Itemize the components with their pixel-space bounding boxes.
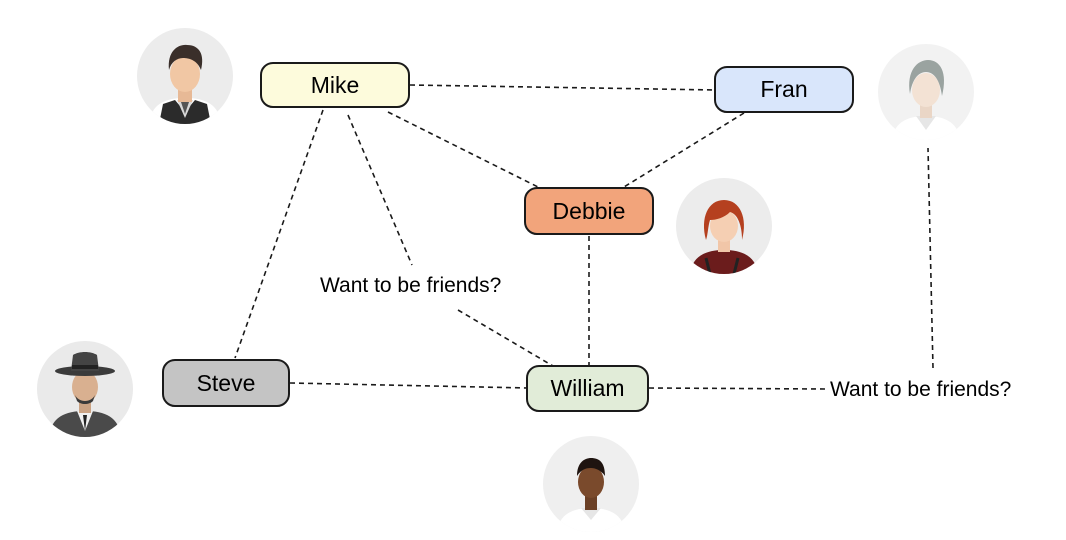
node-steve: Steve (162, 359, 290, 407)
node-william-label: William (550, 375, 625, 401)
edge-mike-steve (234, 109, 324, 359)
edge-william-label (648, 387, 827, 390)
node-debbie: Debbie (524, 187, 654, 235)
man-in-vest-avatar-icon (137, 28, 233, 124)
edge-mike-fran (409, 84, 717, 91)
edge-label-fran (927, 147, 934, 369)
edge-label-mike-william: Want to be friends? (320, 274, 502, 297)
node-fran: Fran (714, 66, 854, 113)
woman-gray-hair-avatar-icon (878, 44, 974, 140)
edge-mike-debbie (387, 111, 545, 191)
edge-fran-debbie (623, 112, 745, 188)
node-steve-label: Steve (196, 369, 256, 396)
node-debbie-label: Debbie (552, 197, 626, 224)
node-fran-label: Fran (760, 76, 808, 102)
node-mike-label: Mike (310, 71, 360, 98)
node-william: William (526, 365, 649, 412)
node-mike: Mike (260, 62, 410, 108)
man-dark-skin-avatar-icon (543, 436, 639, 532)
man-in-fedora-avatar-icon (37, 341, 133, 437)
edge-label-william (457, 309, 554, 367)
edge-mike-label (347, 114, 413, 266)
edge-label-william-fran: Want to be friends? (830, 378, 1012, 401)
edge-steve-william (289, 382, 529, 389)
woman-red-hair-avatar-icon (676, 178, 772, 274)
